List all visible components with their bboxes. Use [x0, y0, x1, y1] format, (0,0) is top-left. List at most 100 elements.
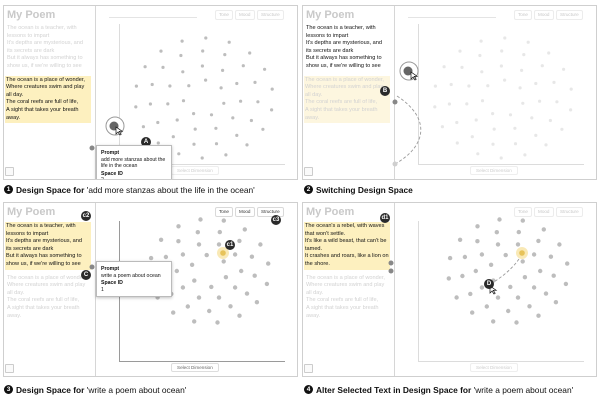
- design-dot[interactable]: [163, 254, 169, 260]
- design-dot[interactable]: [217, 229, 222, 235]
- design-dot[interactable]: [500, 49, 504, 53]
- design-dot[interactable]: [148, 255, 154, 261]
- design-dot[interactable]: [457, 237, 463, 242]
- design-dot[interactable]: [508, 284, 513, 290]
- design-dot[interactable]: [214, 126, 218, 130]
- design-dot[interactable]: [224, 153, 228, 157]
- design-dot[interactable]: [235, 133, 239, 137]
- design-dot[interactable]: [522, 275, 528, 280]
- design-dot[interactable]: [223, 53, 227, 57]
- design-dot[interactable]: [562, 67, 566, 71]
- design-dot[interactable]: [207, 308, 212, 314]
- chip-structure[interactable]: Structure: [257, 207, 284, 217]
- design-dot[interactable]: [523, 153, 527, 157]
- design-dot[interactable]: [227, 40, 231, 44]
- design-dot[interactable]: [513, 126, 517, 130]
- design-dot[interactable]: [462, 254, 468, 260]
- design-dot[interactable]: [491, 112, 495, 116]
- editor-menu-icon[interactable]: [304, 167, 313, 176]
- design-dot[interactable]: [446, 276, 451, 281]
- design-dot[interactable]: [467, 84, 471, 88]
- design-dot[interactable]: [196, 242, 202, 247]
- design-dot[interactable]: [249, 118, 253, 123]
- design-dot[interactable]: [228, 304, 233, 309]
- design-dot[interactable]: [455, 141, 459, 145]
- design-dot[interactable]: [143, 65, 147, 69]
- design-dot[interactable]: [179, 53, 183, 58]
- select-dimension-button[interactable]: Select Dimension: [171, 363, 219, 372]
- design-dot[interactable]: [221, 259, 226, 264]
- design-dot[interactable]: [231, 116, 235, 120]
- design-dot[interactable]: [248, 51, 252, 55]
- design-dot[interactable]: [192, 142, 196, 146]
- select-dimension-button[interactable]: Select Dimension: [470, 166, 518, 175]
- design-dot[interactable]: [189, 262, 195, 267]
- design-dot[interactable]: [158, 237, 164, 242]
- design-dots[interactable]: [433, 36, 573, 160]
- design-dot[interactable]: [263, 67, 267, 71]
- stanza-2[interactable]: The ocean is a place of wonder,Where cre…: [306, 274, 385, 319]
- design-dot[interactable]: [192, 112, 196, 116]
- design-dot[interactable]: [159, 49, 163, 53]
- design-dot[interactable]: [192, 278, 197, 283]
- design-dot[interactable]: [527, 304, 532, 309]
- design-dot[interactable]: [239, 99, 243, 103]
- design-dot[interactable]: [232, 285, 238, 290]
- design-dot[interactable]: [239, 268, 244, 274]
- chip-mood[interactable]: Mood: [235, 207, 255, 217]
- design-dot[interactable]: [543, 291, 549, 296]
- design-dot[interactable]: [480, 99, 485, 103]
- design-dot[interactable]: [470, 310, 475, 315]
- design-dot[interactable]: [433, 105, 437, 109]
- design-dot[interactable]: [458, 49, 462, 53]
- design-dot[interactable]: [548, 118, 552, 123]
- design-dot[interactable]: [241, 64, 245, 68]
- design-dot[interactable]: [245, 143, 249, 147]
- design-dot[interactable]: [216, 295, 222, 300]
- design-dots[interactable]: [147, 217, 271, 325]
- design-dot[interactable]: [171, 310, 176, 315]
- design-dot[interactable]: [544, 143, 548, 147]
- design-dot[interactable]: [494, 230, 499, 235]
- select-dimension-button[interactable]: Select Dimension: [470, 363, 518, 372]
- design-dot[interactable]: [249, 254, 255, 259]
- design-dot[interactable]: [531, 252, 537, 257]
- space-marker-dot[interactable]: [388, 268, 394, 274]
- design-dot[interactable]: [214, 142, 219, 146]
- design-dot[interactable]: [536, 313, 541, 318]
- design-dot[interactable]: [219, 86, 223, 90]
- design-dot[interactable]: [460, 65, 464, 69]
- design-dot[interactable]: [468, 291, 473, 297]
- design-dot[interactable]: [161, 65, 165, 69]
- design-dot[interactable]: [465, 102, 469, 106]
- design-dot[interactable]: [480, 70, 484, 74]
- design-dot[interactable]: [177, 152, 181, 156]
- design-dot[interactable]: [520, 259, 525, 264]
- space-marker-dot[interactable]: [392, 99, 398, 105]
- design-dot[interactable]: [491, 319, 496, 324]
- design-dot[interactable]: [552, 80, 556, 84]
- design-dot[interactable]: [488, 262, 494, 267]
- design-dot[interactable]: [254, 300, 260, 305]
- design-dot[interactable]: [478, 53, 482, 58]
- design-dot[interactable]: [176, 239, 181, 244]
- design-dot[interactable]: [180, 285, 186, 290]
- design-dot[interactable]: [455, 120, 459, 125]
- design-dot[interactable]: [531, 285, 537, 290]
- design-dot[interactable]: [447, 102, 451, 106]
- design-dot[interactable]: [141, 125, 145, 129]
- design-dot[interactable]: [506, 308, 511, 314]
- design-dots[interactable]: [134, 36, 274, 160]
- design-dot[interactable]: [270, 108, 274, 112]
- chip-structure[interactable]: Structure: [257, 10, 284, 20]
- design-dot[interactable]: [148, 102, 152, 106]
- design-dot[interactable]: [150, 82, 154, 87]
- design-dot[interactable]: [534, 133, 538, 137]
- design-dot[interactable]: [484, 304, 489, 309]
- design-dot[interactable]: [201, 49, 205, 53]
- design-dot[interactable]: [514, 320, 519, 325]
- design-dots[interactable]: [446, 217, 570, 325]
